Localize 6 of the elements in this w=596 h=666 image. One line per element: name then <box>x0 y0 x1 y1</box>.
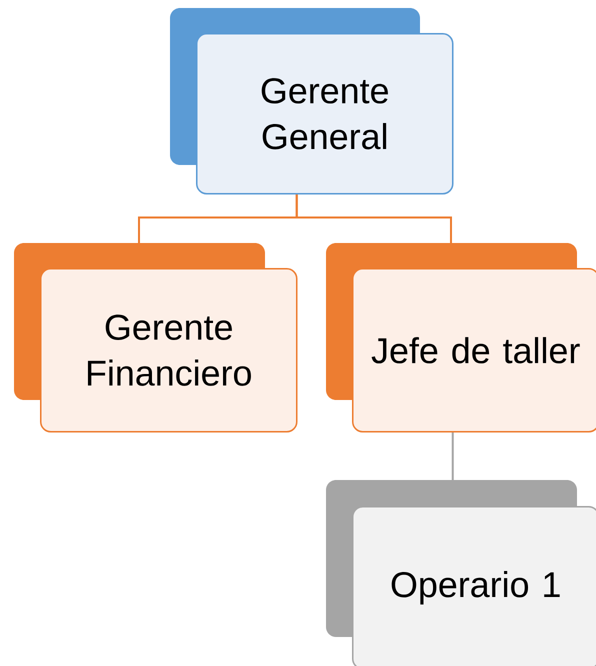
connector-line <box>452 432 454 480</box>
org-box: Operario 1 <box>326 480 596 666</box>
connector-line <box>296 194 452 243</box>
org-box: Jefe de taller <box>326 243 596 432</box>
org-box: Gerente General <box>170 8 454 194</box>
org-box: Gerente Financiero <box>14 243 298 432</box>
